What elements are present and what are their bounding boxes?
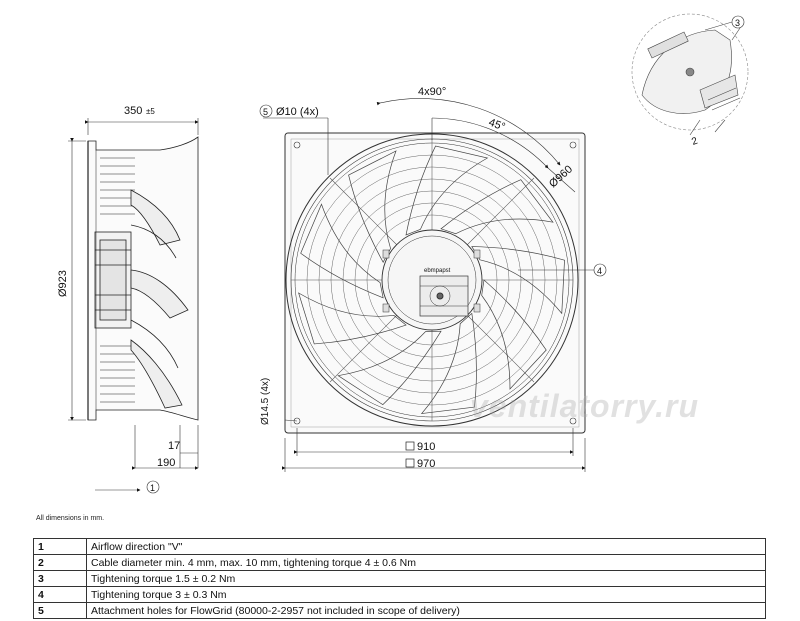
note-text: Tightening torque 1.5 ± 0.2 Nm — [86, 570, 766, 587]
impeller-blade — [337, 330, 442, 406]
svg-text:910: 910 — [417, 441, 435, 453]
motor-box — [419, 275, 469, 317]
dim-910: 910 — [405, 441, 435, 453]
side-dimensions — [68, 118, 199, 492]
impeller-blade — [298, 292, 407, 345]
hub-logo: ebmpapst — [424, 268, 451, 274]
dim-holes: Ø10 (4x) — [276, 106, 319, 118]
svg-text:1: 1 — [150, 483, 155, 493]
dimensions-note: All dimensions in mm. — [36, 515, 105, 522]
svg-text:4: 4 — [597, 266, 602, 276]
callout-5: 5 — [259, 104, 273, 118]
impeller-blades — [298, 145, 565, 415]
note-text: Cable diameter min. 4 mm, max. 10 mm, ti… — [86, 554, 766, 571]
note-number: 5 — [33, 602, 87, 619]
side-blade-bottom — [130, 339, 183, 409]
dim-diam-side: Ø923 — [57, 270, 69, 297]
dim-17: 17 — [168, 440, 180, 452]
dim-angle45: 45° — [487, 117, 507, 134]
front-view — [284, 132, 586, 434]
impeller-blade — [481, 279, 547, 390]
impeller-blade — [440, 179, 554, 235]
callout-2: 2 — [690, 135, 699, 147]
svg-text:5: 5 — [263, 107, 268, 117]
note-number: 4 — [33, 586, 87, 603]
impeller-blade — [300, 203, 384, 299]
note-text: Airflow direction "V" — [86, 538, 766, 555]
note-number: 2 — [33, 554, 87, 571]
note-number: 1 — [33, 538, 87, 555]
svg-text:3: 3 — [735, 18, 740, 28]
callout-1: 1 — [146, 480, 160, 494]
side-guard-bars — [100, 157, 135, 403]
dim-depth-tol: ±5 — [146, 107, 155, 116]
dim-190: 190 — [157, 457, 175, 469]
technical-drawing: 350 ±5 Ø923 17 190 1 — [57, 13, 749, 494]
svg-text:970: 970 — [417, 458, 435, 470]
dim-angle: 4x90° — [418, 86, 446, 98]
impeller-blade — [471, 246, 565, 315]
callout-4: 4 — [593, 263, 607, 277]
front-dimensions — [263, 98, 594, 472]
note-number: 3 — [33, 570, 87, 587]
detail-view — [631, 13, 749, 136]
dim-diam145: Ø14.5 (4x) — [260, 378, 271, 425]
impeller-blade — [420, 312, 477, 415]
dim-depth: 350 — [124, 105, 142, 117]
note-text: Tightening torque 3 ± 0.3 Nm — [86, 586, 766, 603]
dim-970: 970 — [405, 458, 435, 470]
guard-struts — [291, 139, 573, 421]
watermark: ventilatorry.ru — [470, 388, 699, 424]
side-blade-top — [130, 189, 181, 246]
callout-3: 3 — [731, 15, 745, 29]
svg-text:2: 2 — [690, 135, 699, 147]
side-view — [87, 136, 199, 421]
note-text: Attachment holes for FlowGrid (80000-2-2… — [86, 602, 766, 619]
